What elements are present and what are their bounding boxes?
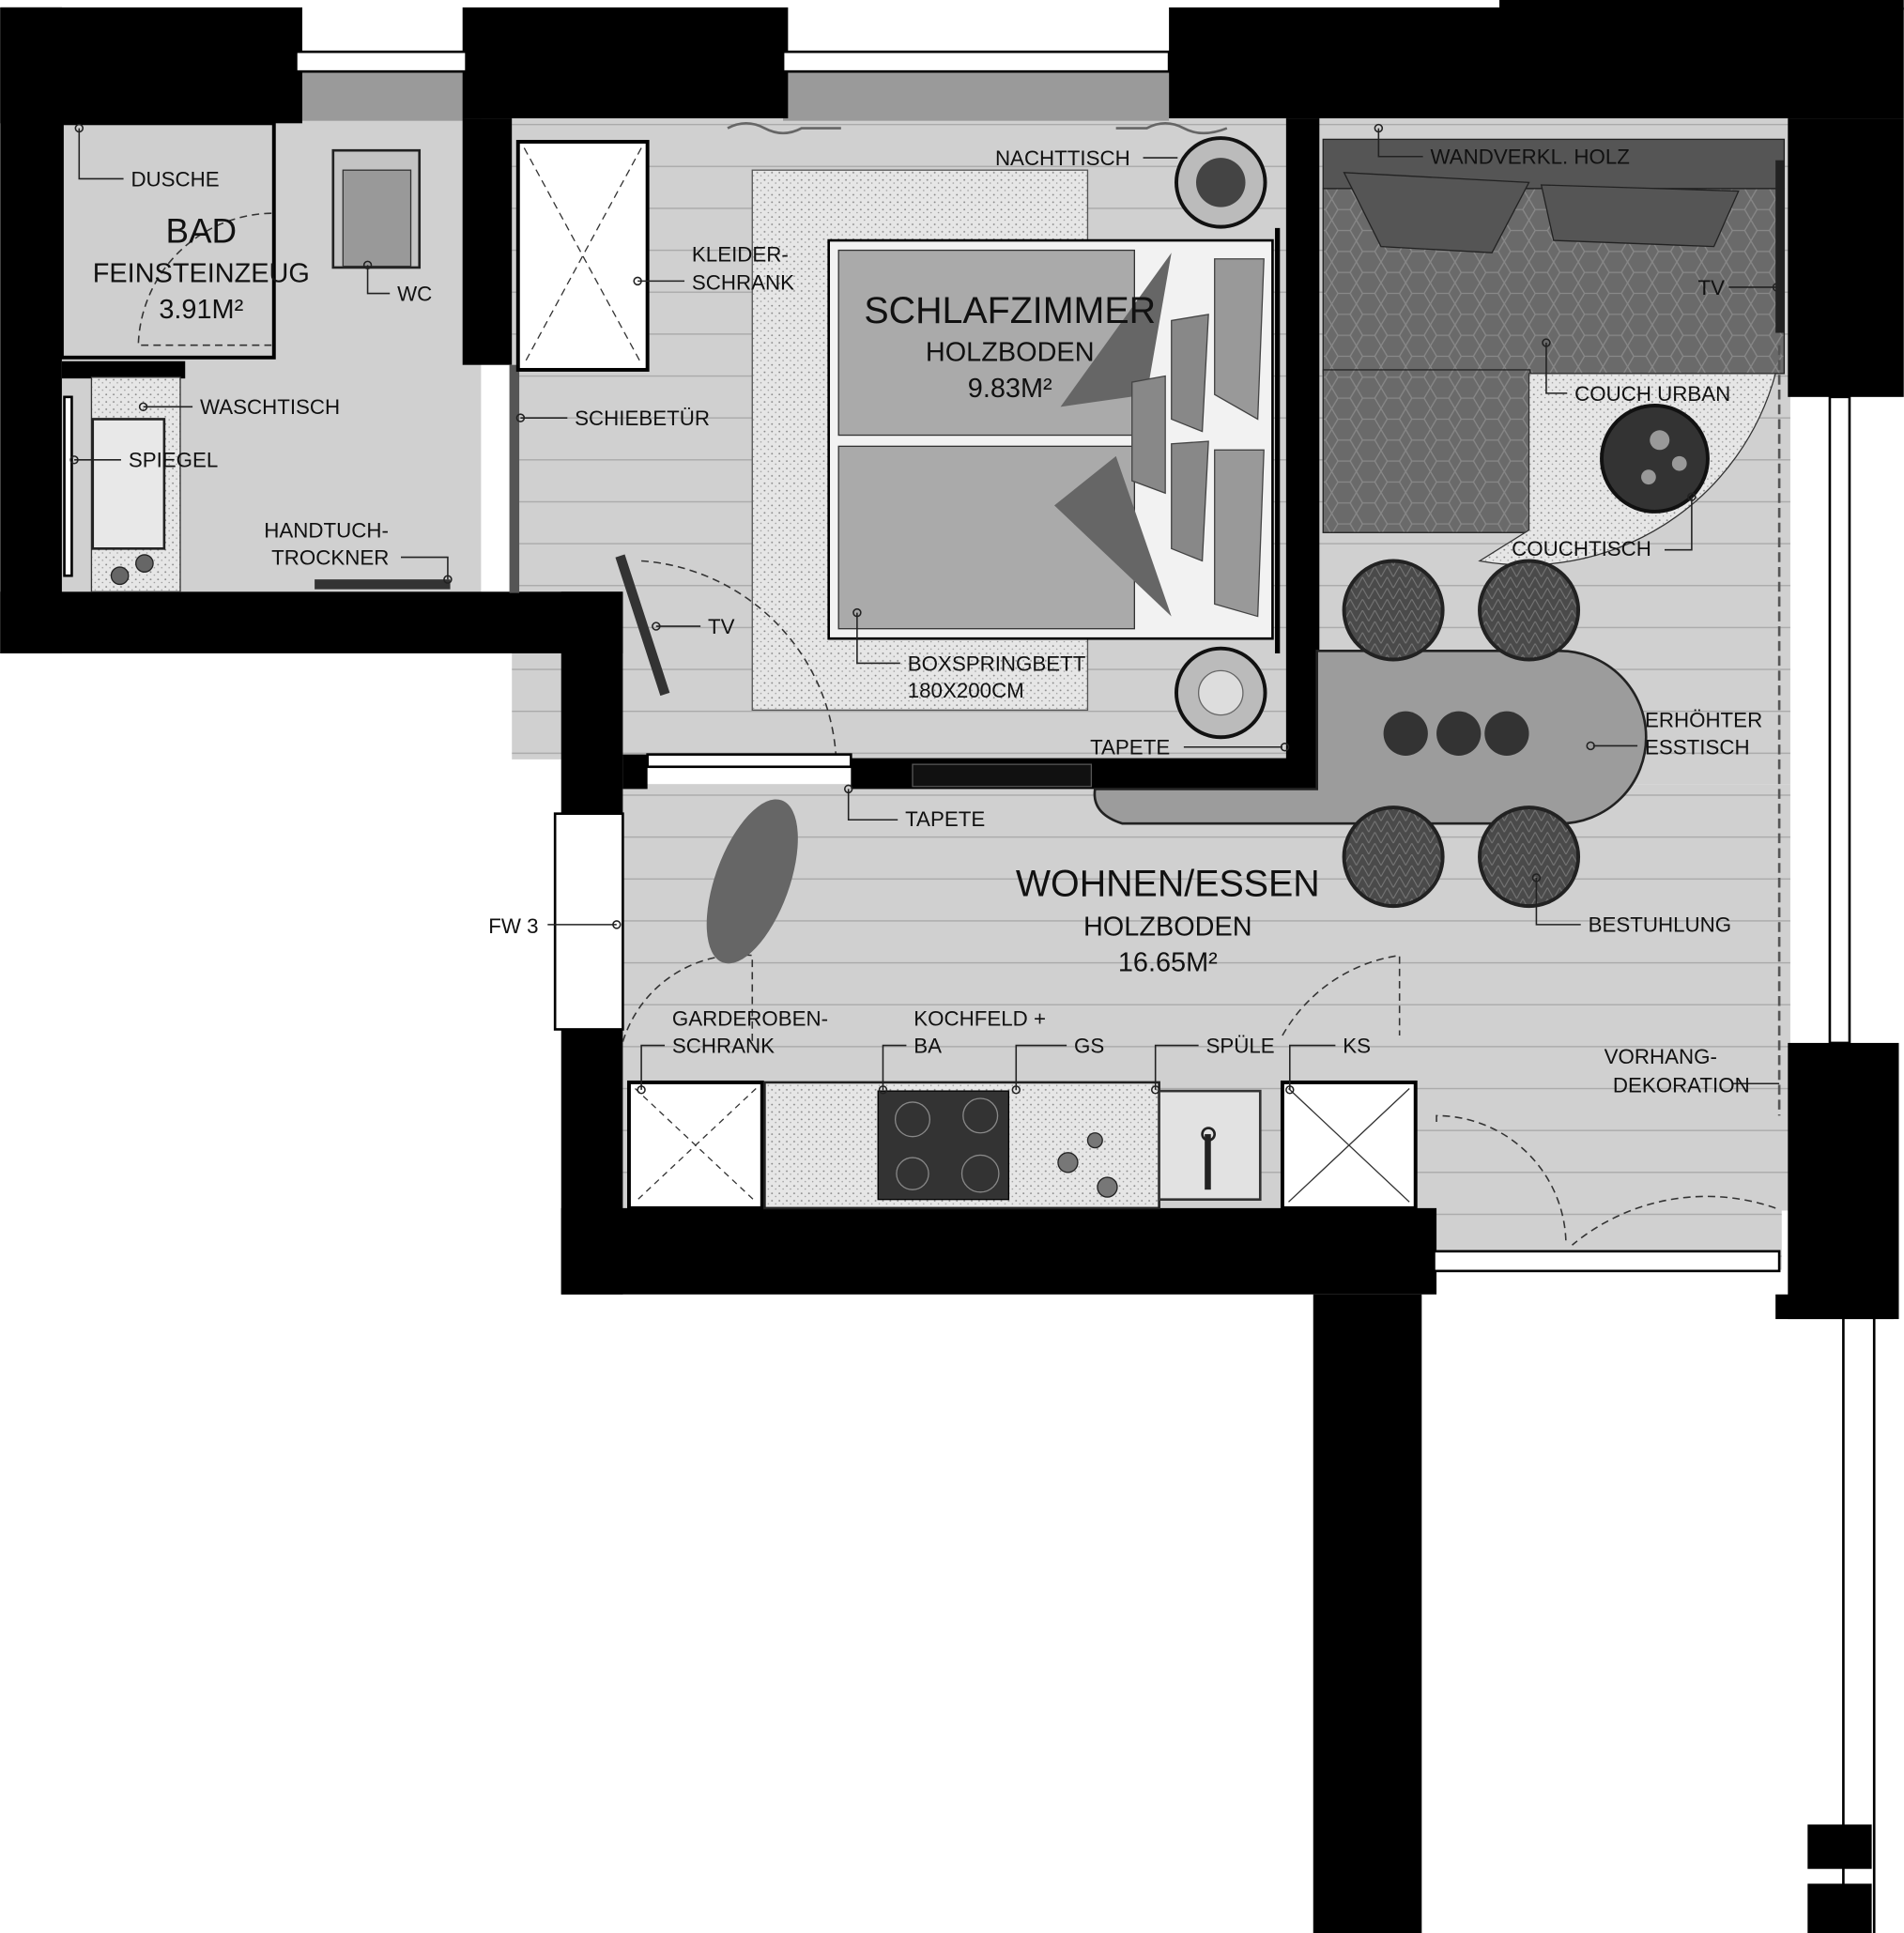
bathroom-furniture (59, 121, 520, 593)
label-handtuch-1: HANDTUCH- (264, 519, 389, 543)
window-sill-bath (296, 71, 467, 121)
label-ks: KS (1343, 1034, 1371, 1057)
window-bedroom (781, 50, 1171, 73)
towel-dryer-icon (315, 579, 451, 590)
pillow (1214, 258, 1265, 421)
label-kochfeld-2: BA (914, 1034, 942, 1057)
pillow (1171, 314, 1209, 433)
plant-icon (1383, 711, 1428, 756)
label-nachttisch: NACHTTISCH (995, 146, 1130, 170)
living-area: 16.65M² (1118, 948, 1218, 978)
dining-table[interactable] (1093, 650, 1648, 825)
label-handtuch-2: TROCKNER (271, 545, 389, 569)
label-kleider-1: KLEIDER- (692, 242, 789, 266)
window-entrance (553, 812, 624, 1031)
label-spuele: SPÜLE (1206, 1034, 1275, 1057)
label-tapete-hall: TAPETE (905, 807, 985, 831)
bath-floor-type: FEINSTEINZEUG (93, 259, 310, 289)
label-bestuhlung: BESTUHLUNG (1589, 913, 1731, 937)
label-dusche: DUSCHE (131, 167, 219, 191)
sliding-door[interactable] (509, 364, 520, 593)
label-vorhang-2: DEKORATION (1613, 1073, 1750, 1097)
entrance-door[interactable] (646, 753, 852, 769)
pillow (1131, 375, 1166, 495)
label-wandverkl: WANDVERKL. HOLZ (1430, 146, 1629, 169)
bedroom-title: SCHLAFZIMMER (864, 290, 1156, 331)
dishwasher-icon (1057, 1152, 1079, 1174)
bedroom-furniture (515, 122, 1281, 759)
living-floor-type: HOLZBODEN (1083, 913, 1252, 943)
label-esstisch-2: ESSTISCH (1645, 736, 1750, 759)
window-living-right (1828, 395, 1851, 1045)
bar-stool[interactable] (1342, 805, 1445, 909)
label-esstisch-1: ERHÖHTER (1645, 709, 1762, 732)
bar-stool[interactable] (1478, 559, 1581, 662)
label-schiebetuer: SCHIEBETÜR (575, 407, 710, 430)
bar-stool[interactable] (1478, 805, 1581, 909)
balcony-door (1433, 1250, 1781, 1273)
living-furniture (622, 138, 1786, 1246)
pillow (1171, 440, 1209, 562)
label-kleider-2: SCHRANK (692, 271, 794, 295)
curtain-bedroom (727, 122, 841, 135)
bar-stool[interactable] (1342, 559, 1445, 662)
room-titles: BAD FEINSTEINZEUG 3.91M² SCHLAFZIMMER HO… (93, 212, 1320, 978)
leader-lines (69, 123, 1782, 1095)
label-couch: COUCH URBAN (1574, 382, 1730, 406)
annotations: DUSCHE WC WASCHTISCH SPIEGEL HANDTUCH- T… (129, 146, 1762, 1097)
kitchen (626, 1080, 1418, 1210)
pillow (1214, 449, 1265, 618)
label-couchtisch: COUCHTISCH (1512, 537, 1651, 560)
label-vorhang-1: VORHANG- (1605, 1045, 1717, 1068)
bath-area: 3.91M² (159, 295, 243, 325)
plant-icon (1484, 711, 1529, 756)
label-tapete-bedroom: TAPETE (1090, 736, 1170, 759)
label-bett-2: 180X200CM (908, 679, 1024, 702)
window-sill-bedroom (783, 71, 1170, 121)
bedroom-area: 9.83M² (968, 374, 1052, 404)
person-figure (706, 799, 798, 964)
plant-icon (1436, 711, 1482, 756)
label-tv-living: TV (1697, 276, 1725, 299)
window-bath (295, 50, 468, 73)
curtain-bedroom (1115, 122, 1228, 135)
mirror-icon (63, 395, 73, 577)
label-bett-1: BOXSPRINGBETT (908, 652, 1086, 675)
label-gs: GS (1074, 1034, 1104, 1057)
pillow (1053, 455, 1172, 617)
shower (59, 121, 276, 360)
label-tv-bedroom: TV (708, 615, 735, 638)
wardrobe[interactable] (515, 140, 650, 372)
tv-bedroom (615, 554, 670, 697)
label-spiegel: SPIEGEL (129, 449, 219, 472)
bedroom-floor-type: HOLZBODEN (926, 338, 1095, 368)
cooktop-icon[interactable] (877, 1090, 1010, 1201)
label-kochfeld-1: KOCHFELD + (914, 1007, 1046, 1031)
bath-title: BAD (166, 212, 238, 251)
windows (295, 50, 1851, 1273)
coffee-table[interactable] (1600, 404, 1710, 514)
label-waschtisch: WASCHTISCH (200, 395, 340, 419)
label-garderobe-2: SCHRANK (672, 1034, 775, 1057)
label-wc: WC (397, 282, 432, 305)
label-fw3: FW 3 (488, 914, 538, 938)
tv-living (1775, 160, 1785, 333)
label-garderobe-1: GARDEROBEN- (672, 1007, 828, 1031)
living-title: WOHNEN/ESSEN (1016, 864, 1320, 905)
